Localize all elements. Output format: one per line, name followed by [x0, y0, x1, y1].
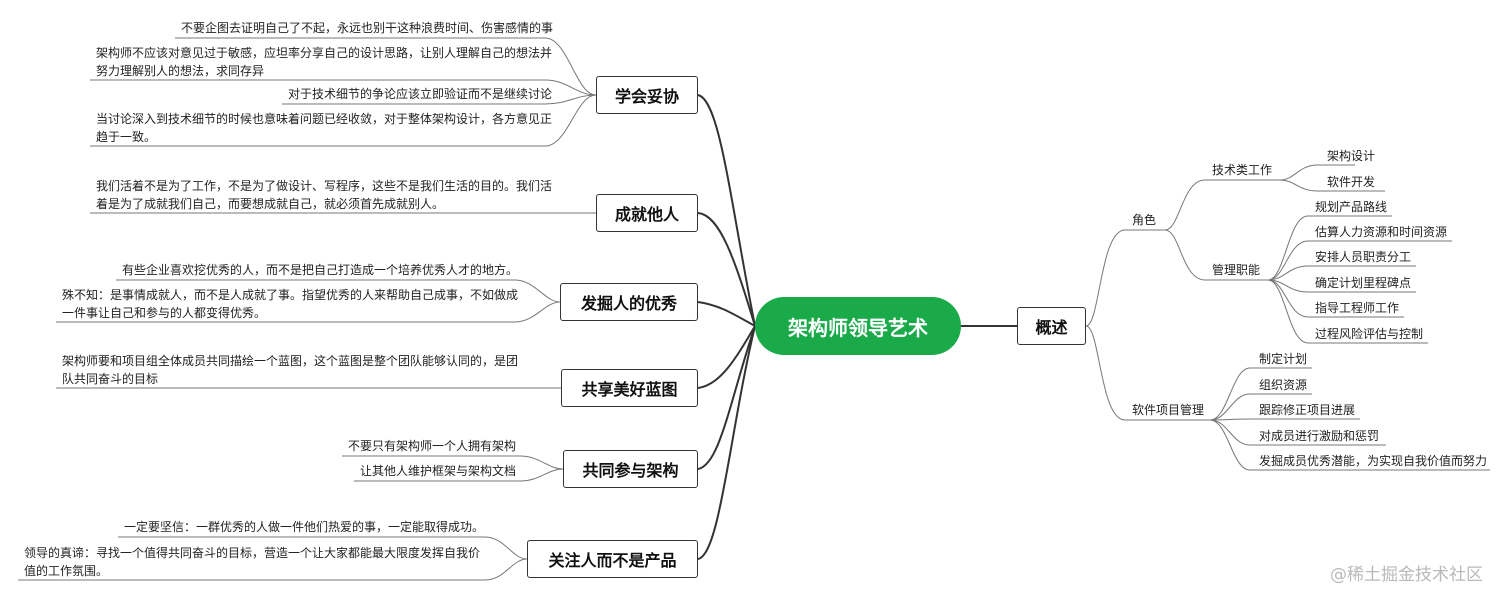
leaf-line-学会妥协-3 [282, 94, 597, 105]
leaf-project-2: 组织资源 [1259, 378, 1308, 392]
leaf-line-学会妥协-2 [90, 79, 597, 96]
leaf-line-技术-2 [1279, 179, 1385, 192]
leaf-compromise-2: 架构师不应该对意见过于敏感，应坦率分享自己的设计思路，让别人理解自己的想法并努力… [96, 46, 553, 78]
leaf-line-项目-3 [1209, 418, 1360, 421]
leaf-line-发掘人的优秀-2 [56, 301, 561, 323]
leaf-mgmt-4: 确定计划里程碑点 [1315, 276, 1412, 290]
leaf-coarch-2: 让其他人维护框架与架构文档 [360, 464, 517, 478]
leaf-mgmt-5: 指导工程师工作 [1315, 301, 1400, 315]
leaf-project-5: 发掘成员优秀潜能，为实现自我价值而努力 [1259, 454, 1488, 468]
leaf-focus-1: 一定要坚信：一群优秀的人做一件他们热爱的事，一定能取得成功。 [124, 520, 485, 534]
leaf-line-关注人而不是产品-1 [118, 536, 528, 560]
leaf-line-管理-2 [1267, 240, 1452, 281]
leaf-blueprint-1: 架构师要和项目组全体成员共同描绘一个蓝图，这个蓝图是整个团队能够认同的，是团队共… [62, 354, 519, 386]
leaf-line-管理-3 [1267, 265, 1416, 281]
leaf-line-管理-5 [1267, 279, 1404, 318]
leaf-tech-2: 软件开发 [1327, 175, 1376, 189]
leaf-line-项目-2 [1209, 393, 1312, 421]
leaf-line-项目-4 [1209, 419, 1386, 446]
leaf-mgmt-3: 安排人员职责分工 [1315, 250, 1412, 264]
leaf-project-4: 对成员进行激励和惩罚 [1259, 429, 1380, 443]
leaf-achieve-1: 我们活着不是为了工作，不是为了做设计、写程序，这些不是我们生活的目的。我们活着是… [96, 179, 553, 211]
connector-central-关注人而不是产品 [697, 325, 756, 560]
topic-share-blueprint[interactable]: 共享美好蓝图 [561, 369, 698, 407]
leaf-line-概述-角色 [1085, 229, 1165, 327]
leaf-line-角色-技术 [1164, 179, 1280, 231]
node-mgmt-function: 管理职能 [1212, 263, 1261, 277]
topic-overview[interactable]: 概述 [1017, 307, 1086, 345]
leaf-line-管理-6 [1267, 279, 1428, 344]
leaf-line-关注人而不是产品-2 [18, 558, 528, 581]
connector-central-共同参与架构 [697, 325, 756, 470]
topic-discover-excellence[interactable]: 发掘人的优秀 [560, 283, 698, 321]
leaf-compromise-4: 当讨论深入到技术细节的时候也意味着问题已经收敛，对于整体架构设计，各方意见正趋于… [96, 112, 553, 144]
topic-learn-compromise[interactable]: 学会妥协 [596, 76, 698, 114]
leaf-line-项目-5 [1209, 419, 1490, 471]
leaf-coarch-1: 不要只有架构师一个人拥有架构 [348, 439, 517, 453]
leaf-focus-2: 领导的真谛：寻找一个值得共同奋斗的目标，营造一个让大家都能最大限度发挥自我价值的… [24, 546, 481, 578]
leaf-line-概述-项目 [1085, 325, 1210, 421]
leaf-line-学会妥协-4 [90, 94, 597, 147]
connector-central-发掘人的优秀 [697, 301, 756, 327]
watermark: @稀土掘金技术社区 [1330, 565, 1483, 585]
leaf-line-技术-1 [1279, 164, 1355, 181]
leaf-line-共同参与架构-1 [342, 455, 564, 470]
node-project-mgmt: 软件项目管理 [1132, 403, 1205, 417]
leaf-mgmt-2: 估算人力资源和时间资源 [1315, 225, 1448, 239]
leaf-tech-1: 架构设计 [1327, 149, 1376, 163]
connector-central-学会妥协 [697, 94, 756, 327]
leaf-line-管理-1 [1267, 215, 1392, 281]
leaf-line-管理-4 [1267, 279, 1416, 293]
leaf-line-角色-管理 [1164, 229, 1268, 281]
leaf-line-发掘人的优秀-1 [116, 279, 561, 303]
leaf-line-共同参与架构-2 [354, 468, 564, 482]
leaf-compromise-3: 对于技术细节的争论应该立即验证而不是继续讨论 [288, 87, 553, 101]
leaf-project-3: 跟踪修正项目进展 [1259, 403, 1356, 417]
node-tech-work: 技术类工作 [1212, 163, 1273, 177]
leaf-project-1: 制定计划 [1259, 352, 1308, 366]
connector-central-成就他人 [697, 212, 756, 327]
central-topic[interactable]: 架构师领导艺术 [755, 297, 961, 355]
topic-co-architect[interactable]: 共同参与架构 [563, 450, 698, 488]
leaf-line-项目-1 [1209, 367, 1312, 421]
leaf-discover-2: 殊不知：是事情成就人，而不是人成就了事。指望优秀的人来帮助自己成事，不如做成一件… [62, 288, 519, 320]
node-role: 角色 [1132, 213, 1157, 227]
topic-achieve-others[interactable]: 成就他人 [596, 194, 698, 232]
connector-central-共享美好蓝图 [697, 325, 756, 389]
leaf-mgmt-6: 过程风险评估与控制 [1315, 327, 1424, 341]
leaf-compromise-1: 不要企图去证明自己了不起，永远也别干这种浪费时间、伤害感情的事 [181, 21, 554, 35]
topic-focus-people[interactable]: 关注人而不是产品 [527, 540, 698, 578]
leaf-discover-1: 有些企业喜欢挖优秀的人，而不是把自己打造成一个培养优秀人才的地方。 [122, 263, 519, 277]
leaf-line-学会妥协-1 [175, 37, 597, 96]
leaf-mgmt-1: 规划产品路线 [1315, 200, 1388, 214]
